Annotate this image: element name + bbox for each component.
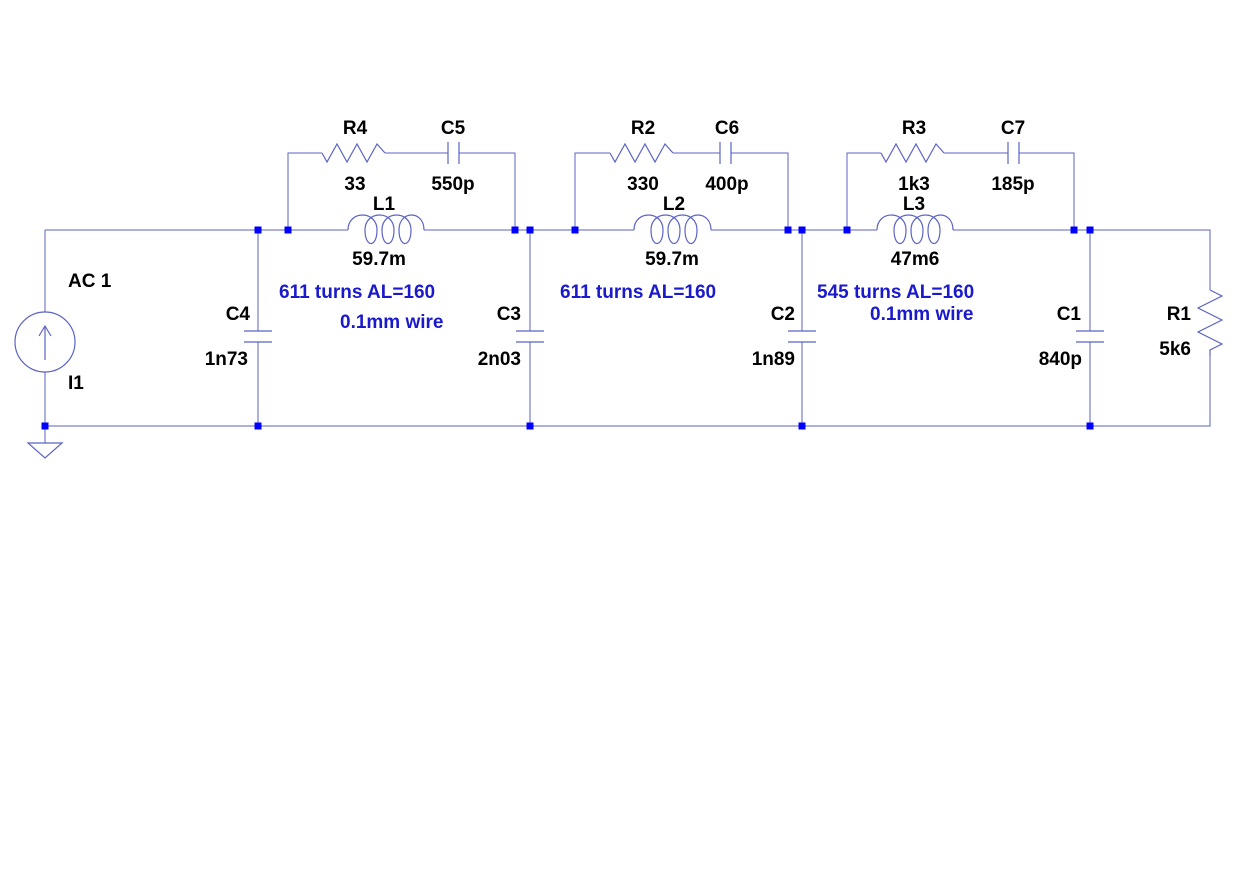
node[interactable] xyxy=(254,226,262,234)
capacitor-c1-symbol[interactable] xyxy=(1076,330,1104,343)
wire-bypass-3 xyxy=(846,152,1075,230)
capacitor-c6-symbol[interactable] xyxy=(719,142,732,164)
comment-l1-turns: 611 turns AL=160 xyxy=(279,282,435,303)
r4-value: 33 xyxy=(344,174,365,195)
wire-bypass-2 xyxy=(574,152,789,230)
node[interactable] xyxy=(571,226,579,234)
c3-value: 2n03 xyxy=(478,349,521,370)
capacitor-c4-symbol[interactable] xyxy=(244,330,272,343)
comment-l3-wire: 0.1mm wire xyxy=(870,304,974,325)
r4-name: R4 xyxy=(343,118,368,139)
c6-value: 400p xyxy=(705,174,748,195)
node[interactable] xyxy=(798,226,806,234)
node[interactable] xyxy=(1086,422,1094,430)
r3-name: R3 xyxy=(902,118,926,139)
source-name: I1 xyxy=(68,373,84,394)
current-source-circle xyxy=(14,311,76,373)
wires xyxy=(44,152,1211,427)
capacitor-c2-symbol[interactable] xyxy=(788,330,816,343)
comment-l1-wire: 0.1mm wire xyxy=(340,312,444,333)
r3-value: 1k3 xyxy=(898,174,930,195)
node[interactable] xyxy=(526,422,534,430)
node[interactable] xyxy=(254,422,262,430)
node[interactable] xyxy=(511,226,519,234)
inductor-l1-symbol[interactable] xyxy=(347,214,425,245)
c4-value: 1n73 xyxy=(205,349,248,370)
c6-name: C6 xyxy=(715,118,739,139)
comment-annotations: 611 turns AL=160 0.1mm wire 611 turns AL… xyxy=(279,282,974,333)
node[interactable] xyxy=(798,422,806,430)
component-labels: R4 33 C5 550p L1 59.7m R2 330 C6 400p L2… xyxy=(68,118,1191,394)
node[interactable] xyxy=(843,226,851,234)
c1-name: C1 xyxy=(1057,304,1082,325)
wire-bypass-1 xyxy=(287,152,516,230)
l2-name: L2 xyxy=(663,194,685,215)
c7-name: C7 xyxy=(1001,118,1025,139)
resistor-r1-symbol[interactable] xyxy=(1196,289,1224,356)
resistor-r4-symbol[interactable] xyxy=(321,142,386,164)
r1-value: 5k6 xyxy=(1159,339,1191,360)
c2-value: 1n89 xyxy=(752,349,795,370)
comment-l3-turns: 545 turns AL=160 xyxy=(817,282,974,303)
node[interactable] xyxy=(284,226,292,234)
c1-value: 840p xyxy=(1039,349,1082,370)
l3-name: L3 xyxy=(903,194,925,215)
wire-bottom-rail xyxy=(45,356,1211,427)
l3-value: 47m6 xyxy=(891,249,940,270)
junction-nodes xyxy=(41,226,1094,430)
c3-name: C3 xyxy=(497,304,521,325)
node[interactable] xyxy=(784,226,792,234)
c5-name: C5 xyxy=(441,118,466,139)
c7-value: 185p xyxy=(991,174,1034,195)
current-source-i1[interactable] xyxy=(14,311,76,373)
c4-name: C4 xyxy=(226,304,251,325)
node[interactable] xyxy=(526,226,534,234)
l2-value: 59.7m xyxy=(645,249,699,270)
node[interactable] xyxy=(41,422,49,430)
c5-value: 550p xyxy=(431,174,474,195)
r2-value: 330 xyxy=(627,174,659,195)
source-value: AC 1 xyxy=(68,271,112,292)
l1-value: 59.7m xyxy=(352,249,406,270)
r2-name: R2 xyxy=(631,118,655,139)
current-source-arrow-icon xyxy=(38,324,52,360)
inductor-l3-symbol[interactable] xyxy=(876,214,954,245)
node[interactable] xyxy=(1086,226,1094,234)
resistor-r2-symbol[interactable] xyxy=(609,142,674,164)
c2-name: C2 xyxy=(771,304,795,325)
resistor-r3-symbol[interactable] xyxy=(880,142,945,164)
capacitor-c3-symbol[interactable] xyxy=(516,330,544,343)
capacitor-c7-symbol[interactable] xyxy=(1007,142,1020,164)
comment-l2-turns: 611 turns AL=160 xyxy=(560,282,716,303)
l1-name: L1 xyxy=(373,194,396,215)
inductor-l2-symbol[interactable] xyxy=(633,214,712,245)
wire-top-right xyxy=(1074,229,1211,290)
node[interactable] xyxy=(1070,226,1078,234)
ground-icon[interactable] xyxy=(26,442,64,459)
capacitor-c5-symbol[interactable] xyxy=(447,142,460,164)
r1-name: R1 xyxy=(1167,304,1192,325)
